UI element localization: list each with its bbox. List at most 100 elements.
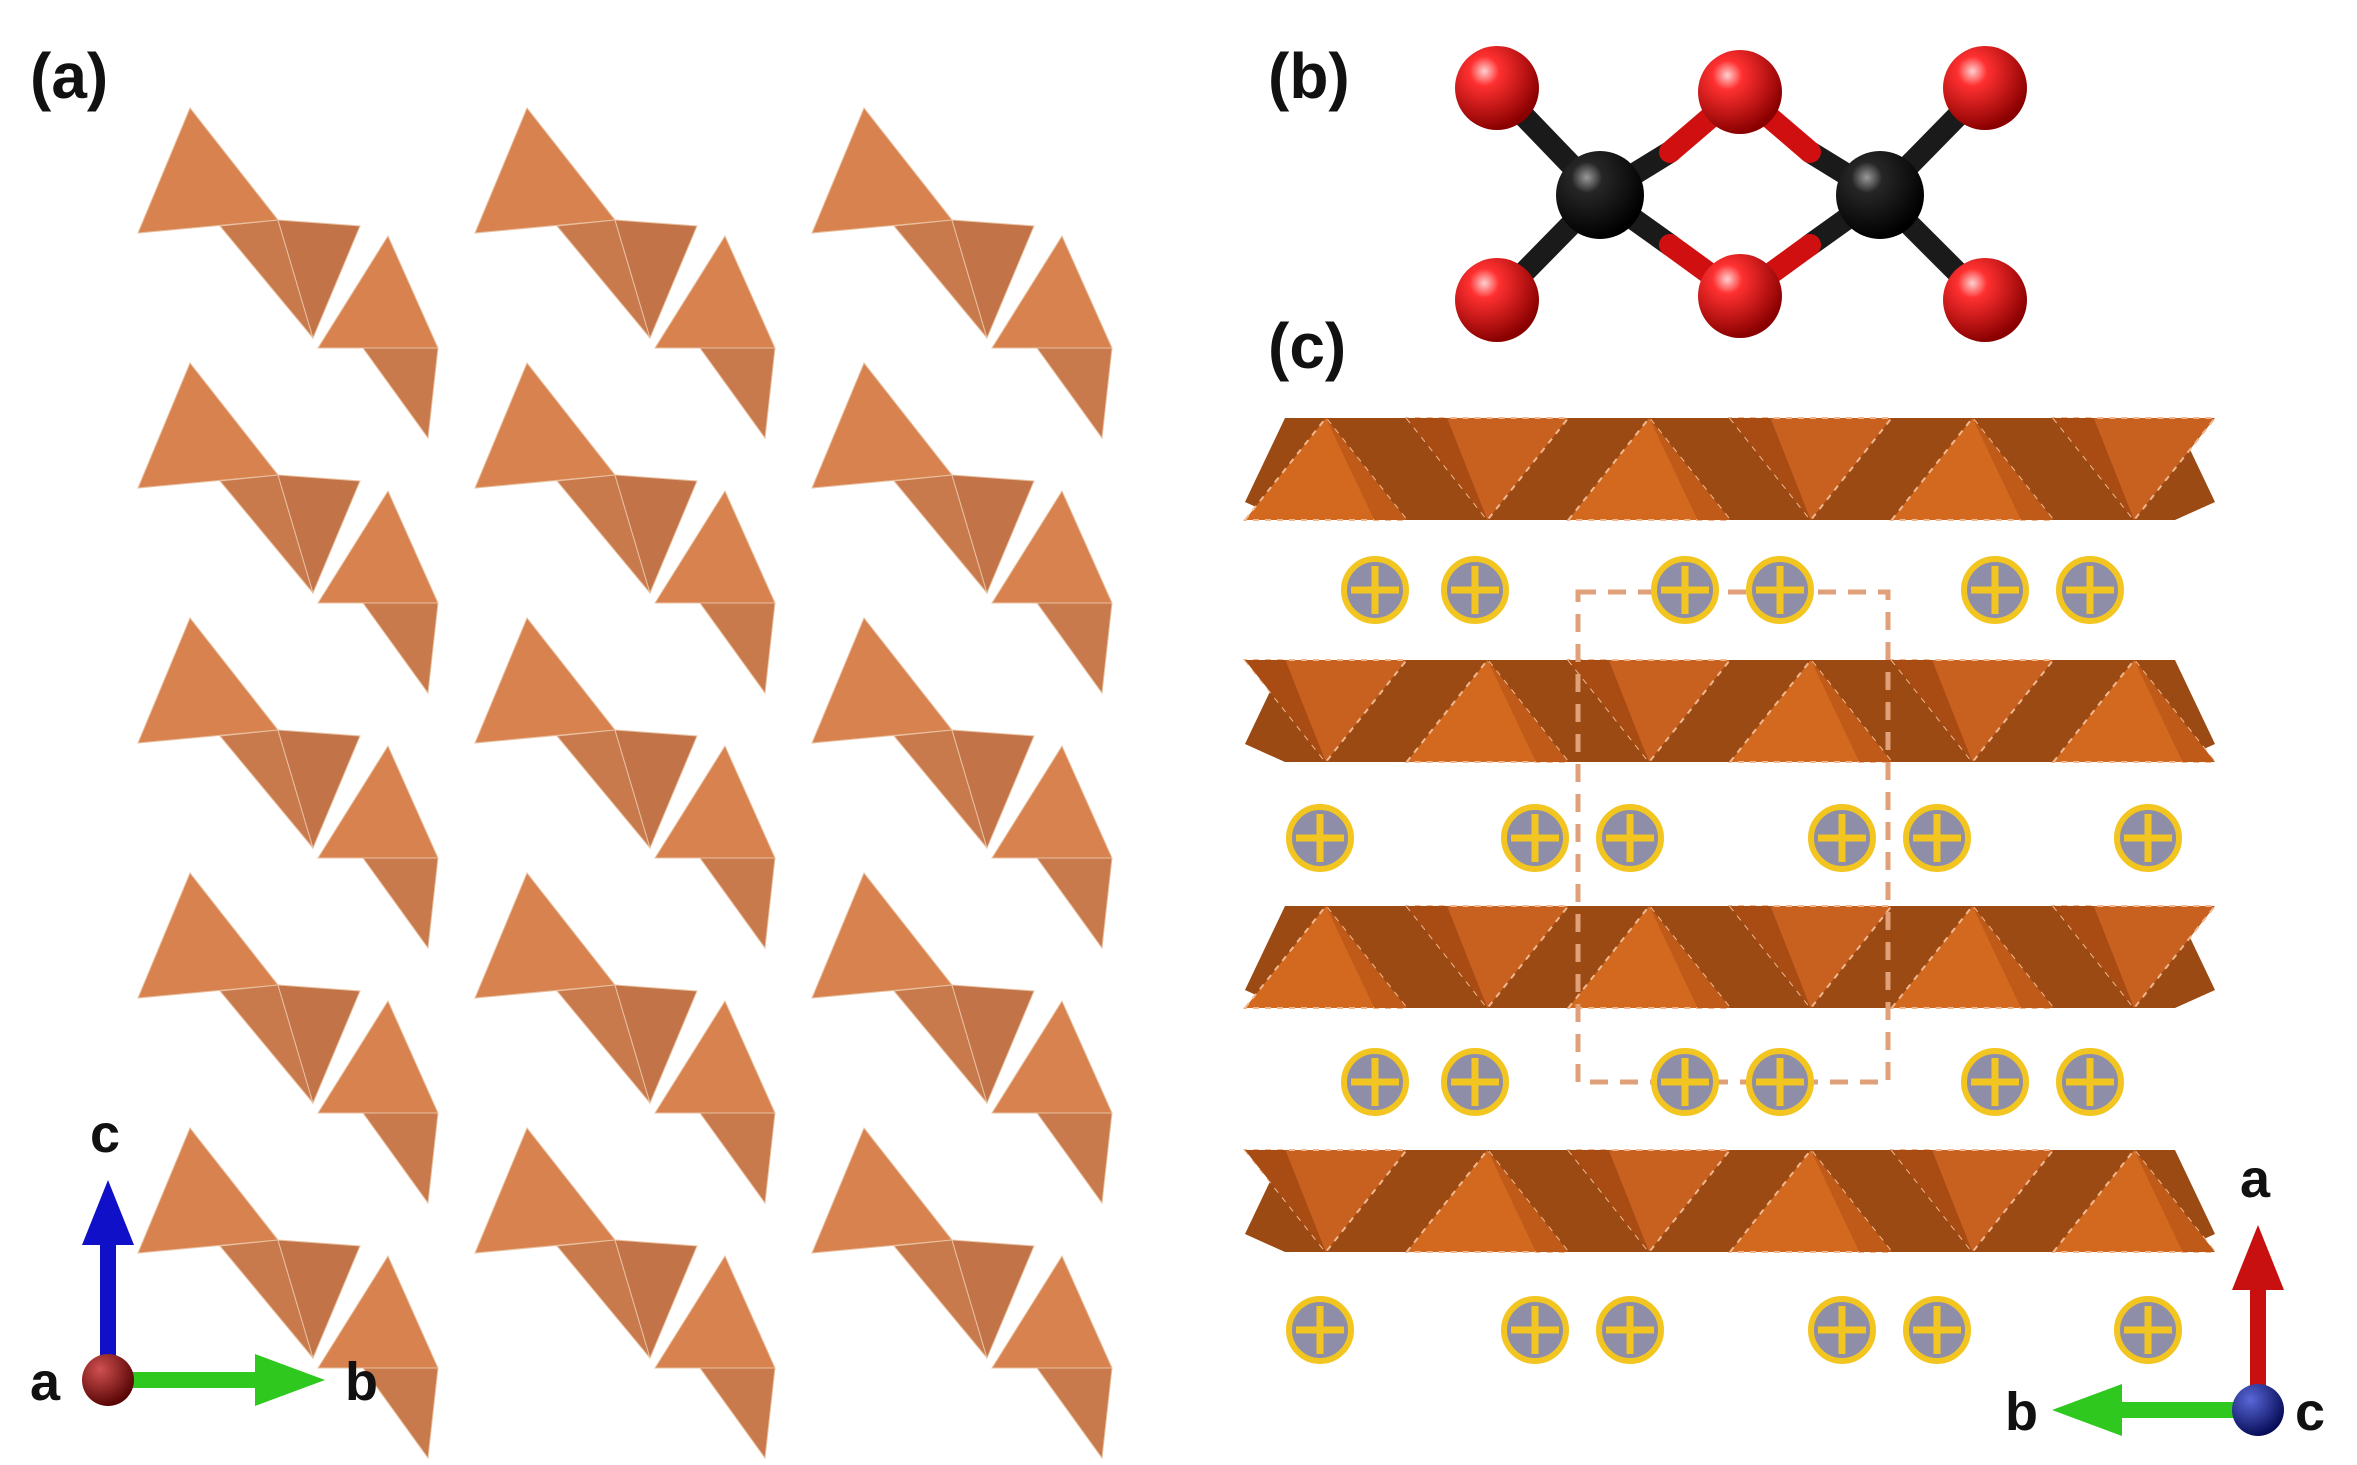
tetrahedron-chain-unit bbox=[474, 872, 776, 1205]
axis-c-label: c bbox=[2295, 1382, 2325, 1442]
axis-b-label: b bbox=[2005, 1382, 2038, 1442]
oxygen-atom-icon bbox=[1943, 46, 2027, 130]
tetrahedron-chain-unit bbox=[811, 362, 1113, 695]
tetrahedron bbox=[951, 219, 1035, 340]
tetrahedron bbox=[137, 1127, 279, 1254]
tetrahedron bbox=[1036, 602, 1113, 695]
polyhedral-layer bbox=[1242, 658, 2218, 764]
axes-indicator-a: c b a bbox=[30, 1104, 378, 1412]
tetrahedron bbox=[614, 729, 698, 850]
tetrahedron bbox=[474, 1127, 616, 1254]
tetrahedron-chain-unit bbox=[811, 107, 1113, 440]
oxygen-atom-icon bbox=[1455, 258, 1539, 342]
cation-icon bbox=[1808, 804, 1876, 872]
carbon-atom-icon bbox=[1556, 151, 1644, 239]
cation-icon bbox=[1596, 804, 1664, 872]
tetrahedron bbox=[614, 1239, 698, 1360]
octahedron-face bbox=[1568, 1150, 1650, 1252]
tetrahedron-chain-unit bbox=[474, 617, 776, 950]
octahedron-face bbox=[1487, 1150, 1569, 1252]
panel-a-label: (a) bbox=[30, 40, 108, 112]
cation-icon bbox=[2056, 1048, 2124, 1116]
cation-icon bbox=[2114, 804, 2182, 872]
oxalate-molecule bbox=[1455, 46, 2027, 342]
tetrahedron bbox=[614, 219, 698, 340]
tetrahedron bbox=[614, 474, 698, 595]
carbon-atom-icon bbox=[1836, 151, 1924, 239]
tetrahedron-chain-unit bbox=[811, 1127, 1113, 1460]
panel-b: (b) bbox=[1268, 40, 2027, 342]
panel-c-label: (c) bbox=[1268, 310, 1346, 382]
axis-b-arrowhead bbox=[2052, 1384, 2122, 1436]
octahedron-face bbox=[1972, 906, 2054, 1008]
tetrahedron bbox=[474, 362, 616, 489]
cation-icon bbox=[1903, 1296, 1971, 1364]
tetrahedron bbox=[951, 984, 1035, 1105]
octahedron-face bbox=[1568, 660, 1650, 762]
axis-a-arrowhead bbox=[2232, 1225, 2284, 1290]
tetrahedron bbox=[362, 1367, 439, 1460]
cation-icon bbox=[1441, 556, 1509, 624]
polyhedral-layer bbox=[1242, 416, 2218, 522]
axis-c-arrowhead bbox=[82, 1180, 134, 1245]
tetrahedron-chain-unit bbox=[474, 362, 776, 695]
tetrahedron bbox=[951, 474, 1035, 595]
cation-icon bbox=[1961, 556, 2029, 624]
unit-cell-outline bbox=[1575, 589, 1891, 1085]
tetrahedron-chain-unit bbox=[474, 1127, 776, 1460]
tetrahedron bbox=[277, 1239, 361, 1360]
tetrahedron-chain-unit bbox=[137, 107, 439, 440]
polyhedral-layer bbox=[1242, 1148, 2218, 1254]
octahedron-face bbox=[1730, 418, 1811, 520]
tetrahedron-chain-unit bbox=[811, 872, 1113, 1205]
tetrahedron bbox=[699, 602, 776, 695]
tetrahedron bbox=[137, 362, 279, 489]
cation-icon bbox=[1341, 1048, 1409, 1116]
octahedron-face bbox=[1245, 660, 1326, 762]
axis-b-arrowhead bbox=[255, 1354, 325, 1406]
cation-array bbox=[1286, 556, 2182, 1364]
tetrahedron bbox=[951, 1239, 1035, 1360]
octahedron-face bbox=[2134, 1150, 2215, 1252]
axis-b-label: b bbox=[345, 1352, 378, 1412]
tetrahedron bbox=[699, 857, 776, 950]
tetrahedron bbox=[1036, 1112, 1113, 1205]
tetrahedron bbox=[1036, 1367, 1113, 1460]
cation-icon bbox=[2114, 1296, 2182, 1364]
tetrahedron bbox=[277, 729, 361, 850]
tetrahedron-chain-unit bbox=[137, 1127, 439, 1460]
tetrahedron bbox=[137, 617, 279, 744]
oxygen-atom-icon bbox=[1698, 50, 1782, 134]
octahedron-face bbox=[1406, 418, 1488, 520]
octahedron-face bbox=[1649, 906, 1730, 1008]
panel-a: (a) c b a bbox=[30, 40, 1113, 1460]
tetrahedron bbox=[474, 107, 616, 234]
octahedron-face bbox=[2053, 418, 2135, 520]
polyhedral-layer bbox=[1242, 904, 2218, 1010]
axis-c-origin-icon bbox=[2232, 1384, 2284, 1436]
oxygen-atom-icon bbox=[1943, 258, 2027, 342]
cation-icon bbox=[1501, 804, 1569, 872]
panel-b-label: (b) bbox=[1268, 40, 1350, 112]
tetrahedron bbox=[277, 474, 361, 595]
cation-icon bbox=[2056, 556, 2124, 624]
tetrahedron bbox=[811, 1127, 953, 1254]
tetrahedron bbox=[699, 347, 776, 440]
oxygen-atom-icon bbox=[1698, 254, 1782, 338]
tetrahedron bbox=[951, 729, 1035, 850]
tetrahedron bbox=[474, 872, 616, 999]
tetrahedron-chain-unit bbox=[811, 617, 1113, 950]
tetrahedron bbox=[699, 1112, 776, 1205]
octahedron-face bbox=[1325, 906, 1407, 1008]
octahedron-face bbox=[2134, 660, 2215, 762]
cation-icon bbox=[1286, 1296, 1354, 1364]
octahedron-face bbox=[1972, 418, 2054, 520]
octahedron-face bbox=[1649, 418, 1730, 520]
tetrahedron bbox=[362, 857, 439, 950]
tetrahedron bbox=[1036, 347, 1113, 440]
tetrahedron bbox=[811, 872, 953, 999]
octahedron-face bbox=[1487, 660, 1569, 762]
axis-a-label: a bbox=[30, 1352, 61, 1412]
tetrahedron bbox=[362, 602, 439, 695]
